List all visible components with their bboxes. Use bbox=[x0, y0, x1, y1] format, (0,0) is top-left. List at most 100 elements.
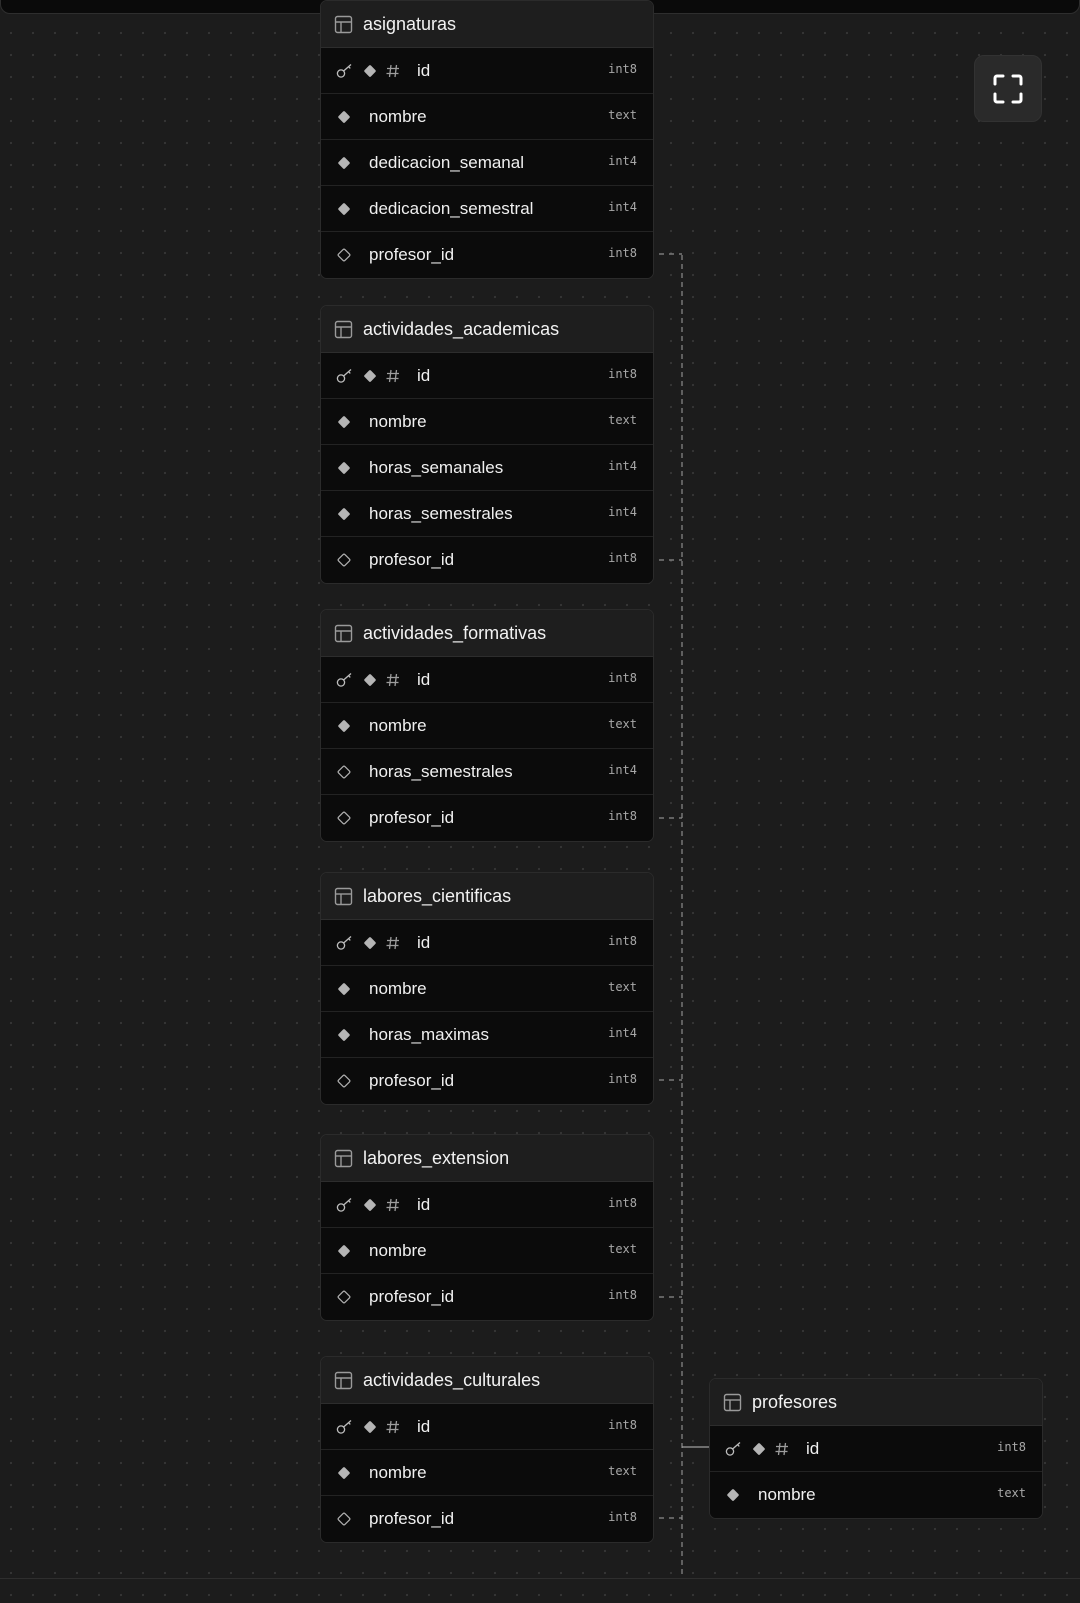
table-card[interactable]: actividades_academicas id int8 nombre te… bbox=[320, 305, 654, 584]
column-name: nombre bbox=[369, 1241, 427, 1260]
table-card[interactable]: actividades_culturales id int8 nombre te… bbox=[320, 1356, 654, 1543]
column-name: dedicacion_semanal bbox=[369, 153, 524, 172]
column-row[interactable]: profesor_id int8 bbox=[321, 795, 653, 841]
column-name: profesor_id bbox=[369, 1287, 455, 1306]
column-type: text bbox=[608, 413, 637, 427]
table-header[interactable]: actividades_culturales bbox=[321, 1357, 653, 1404]
column-row[interactable]: profesor_id int8 bbox=[321, 232, 653, 278]
hash-icon bbox=[385, 935, 401, 951]
column-name: horas_maximas bbox=[369, 1025, 489, 1044]
diamond-filled-icon bbox=[336, 201, 352, 217]
key-icon bbox=[336, 672, 354, 688]
table-icon bbox=[334, 624, 353, 643]
key-icon bbox=[336, 368, 354, 384]
column-name: nombre bbox=[369, 979, 427, 998]
diamond-outline-icon bbox=[336, 810, 352, 826]
column-type: int8 bbox=[608, 1510, 637, 1524]
column-name: profesor_id bbox=[369, 550, 455, 569]
column-row[interactable]: profesor_id int8 bbox=[321, 1274, 653, 1320]
table-header[interactable]: labores_extension bbox=[321, 1135, 653, 1182]
diamond-filled-icon bbox=[362, 672, 378, 688]
column-row[interactable]: profesor_id int8 bbox=[321, 537, 653, 583]
column-row[interactable]: dedicacion_semanal int4 bbox=[321, 140, 653, 186]
table-header[interactable]: asignaturas bbox=[321, 1, 653, 48]
column-name: id bbox=[806, 1439, 820, 1458]
column-row[interactable]: horas_maximas int4 bbox=[321, 1012, 653, 1058]
column-type: int8 bbox=[608, 1418, 637, 1432]
diamond-filled-icon bbox=[362, 63, 378, 79]
column-row[interactable]: id int8 bbox=[321, 48, 653, 94]
diamond-filled-icon bbox=[336, 981, 352, 997]
column-row[interactable]: id int8 bbox=[710, 1426, 1042, 1472]
column-row[interactable]: nombre text bbox=[321, 1450, 653, 1496]
column-row[interactable]: horas_semestrales int4 bbox=[321, 749, 653, 795]
column-row[interactable]: horas_semanales int4 bbox=[321, 445, 653, 491]
table-card[interactable]: actividades_formativas id int8 nombre te… bbox=[320, 609, 654, 842]
column-name: horas_semestrales bbox=[369, 504, 513, 523]
diamond-filled-icon bbox=[362, 1197, 378, 1213]
column-row[interactable]: dedicacion_semestral int4 bbox=[321, 186, 653, 232]
column-row[interactable]: id int8 bbox=[321, 1404, 653, 1450]
column-type: text bbox=[608, 1242, 637, 1256]
column-type: int4 bbox=[608, 200, 637, 214]
column-name: dedicacion_semestral bbox=[369, 199, 534, 218]
column-row[interactable]: nombre text bbox=[321, 94, 653, 140]
diamond-filled-icon bbox=[336, 1465, 352, 1481]
table-header[interactable]: actividades_academicas bbox=[321, 306, 653, 353]
column-row[interactable]: nombre text bbox=[321, 966, 653, 1012]
diamond-filled-icon bbox=[336, 460, 352, 476]
table-name: actividades_academicas bbox=[363, 318, 560, 339]
hash-icon bbox=[385, 1197, 401, 1213]
table-card[interactable]: labores_cientificas id int8 nombre text … bbox=[320, 872, 654, 1105]
table-name: labores_cientificas bbox=[363, 885, 512, 906]
table-card[interactable]: asignaturas id int8 nombre text dedicaci… bbox=[320, 0, 654, 279]
column-name: id bbox=[417, 1417, 431, 1436]
column-name: id bbox=[417, 1195, 431, 1214]
column-type: text bbox=[608, 980, 637, 994]
column-row[interactable]: horas_semestrales int4 bbox=[321, 491, 653, 537]
column-name: id bbox=[417, 366, 431, 385]
column-row[interactable]: nombre text bbox=[321, 1228, 653, 1274]
column-type: text bbox=[608, 717, 637, 731]
diamond-filled-icon bbox=[362, 368, 378, 384]
hash-icon bbox=[385, 368, 401, 384]
table-header[interactable]: profesores bbox=[710, 1379, 1042, 1426]
column-type: int8 bbox=[608, 809, 637, 823]
diamond-filled-icon bbox=[336, 155, 352, 171]
table-name: profesores bbox=[752, 1391, 838, 1412]
fullscreen-button[interactable] bbox=[974, 55, 1042, 122]
diamond-filled-icon bbox=[336, 1243, 352, 1259]
column-row[interactable]: nombre text bbox=[321, 399, 653, 445]
diamond-filled-icon bbox=[336, 718, 352, 734]
hash-icon bbox=[385, 672, 401, 688]
table-header[interactable]: labores_cientificas bbox=[321, 873, 653, 920]
table-name: labores_extension bbox=[363, 1147, 510, 1168]
column-name: profesor_id bbox=[369, 808, 455, 827]
column-row[interactable]: nombre text bbox=[710, 1472, 1042, 1518]
column-row[interactable]: nombre text bbox=[321, 703, 653, 749]
table-icon bbox=[334, 320, 353, 339]
column-row[interactable]: profesor_id int8 bbox=[321, 1058, 653, 1104]
table-icon bbox=[334, 1149, 353, 1168]
column-type: text bbox=[608, 1464, 637, 1478]
column-row[interactable]: id int8 bbox=[321, 920, 653, 966]
table-name: actividades_culturales bbox=[363, 1369, 541, 1390]
diamond-outline-icon bbox=[336, 1511, 352, 1527]
table-card[interactable]: labores_extension id int8 nombre text pr… bbox=[320, 1134, 654, 1321]
hash-icon bbox=[385, 63, 401, 79]
column-row[interactable]: id int8 bbox=[321, 353, 653, 399]
key-icon bbox=[336, 1197, 354, 1213]
key-icon bbox=[336, 935, 354, 951]
column-row[interactable]: id int8 bbox=[321, 1182, 653, 1228]
table-icon bbox=[723, 1393, 742, 1412]
column-row[interactable]: id int8 bbox=[321, 657, 653, 703]
column-name: nombre bbox=[758, 1485, 816, 1504]
key-icon bbox=[725, 1441, 743, 1457]
column-type: int8 bbox=[608, 671, 637, 685]
column-type: int8 bbox=[608, 367, 637, 381]
column-row[interactable]: profesor_id int8 bbox=[321, 1496, 653, 1542]
table-card[interactable]: profesores id int8 nombre text bbox=[709, 1378, 1043, 1519]
column-type: int8 bbox=[608, 246, 637, 260]
column-type: text bbox=[997, 1486, 1026, 1500]
table-header[interactable]: actividades_formativas bbox=[321, 610, 653, 657]
